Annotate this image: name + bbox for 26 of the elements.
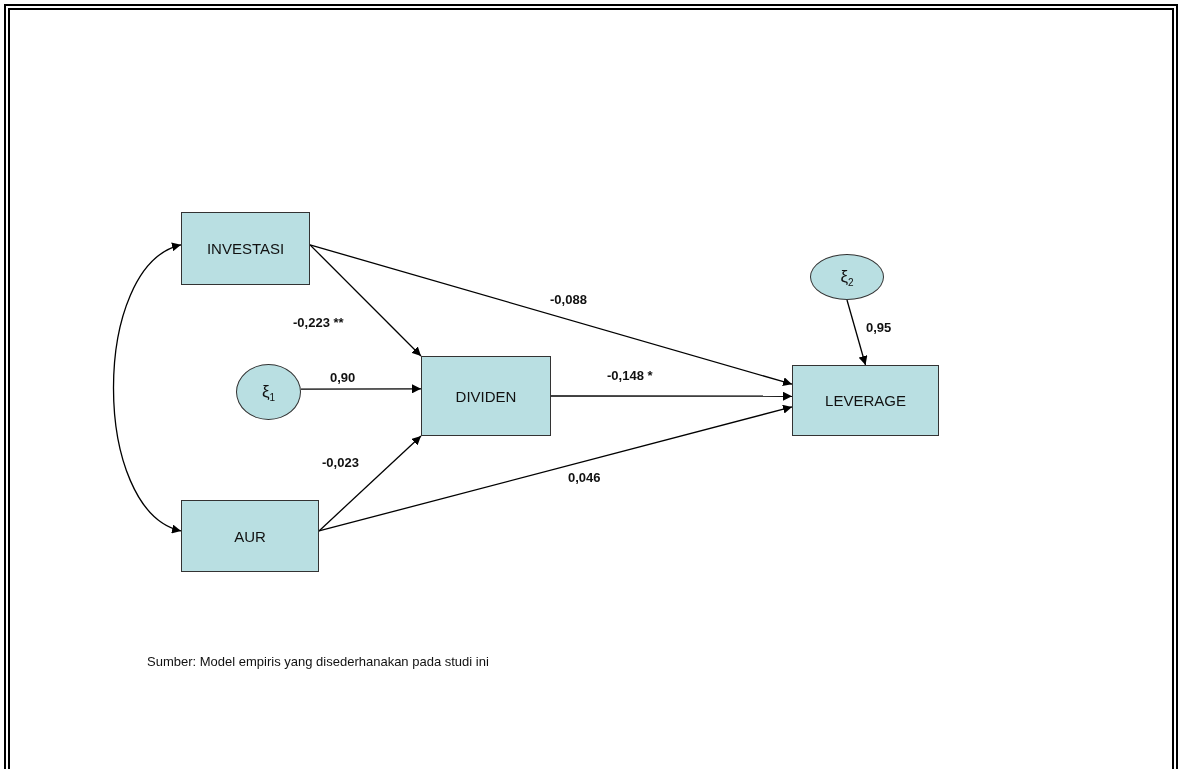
arrow [318, 435, 422, 532]
node-label: LEVERAGE [825, 392, 906, 409]
node-label: INVESTASI [206, 240, 285, 257]
path-coefficient: -0,088 [550, 292, 587, 307]
path-coefficient: 0,95 [866, 320, 892, 335]
variable-box [181, 500, 319, 572]
arrow [309, 244, 793, 386]
arrow [309, 244, 422, 357]
variable-box [792, 365, 939, 436]
node-label: ξ$_{2}$ [840, 266, 854, 288]
node-label: ξ$_{1}$ [261, 381, 276, 403]
curved-arrow [112, 244, 182, 532]
variable-box [181, 212, 310, 285]
variable-box [421, 356, 551, 436]
path-coefficient: 0,90 [330, 370, 356, 385]
path-coefficient: -0,023 [322, 455, 359, 470]
source-note: Sumber: Model empiris yang disederhanakan pada studi ini [147, 654, 489, 669]
arrow [318, 404, 793, 532]
arrow [550, 391, 793, 401]
arrow [846, 299, 868, 366]
arrow [300, 384, 422, 394]
node-label: AUR [234, 527, 266, 545]
node-label: DIVIDEN [455, 387, 517, 405]
path-coefficient: 0,046 [568, 470, 601, 485]
path-coefficient: -0,148 * [607, 368, 653, 383]
path-coefficient: -0,223 ** [293, 315, 344, 330]
